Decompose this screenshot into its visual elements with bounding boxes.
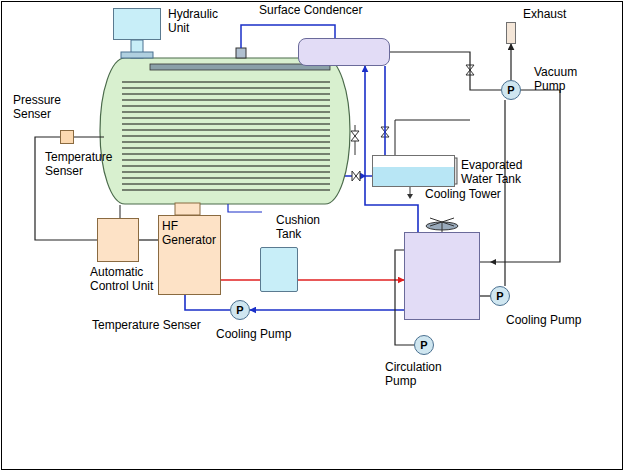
part-label: Cushion Tank: [276, 213, 326, 241]
pump-symbol-letter: P: [507, 83, 514, 97]
ram-flange: [121, 52, 153, 58]
arrow-head: [407, 194, 413, 199]
valve-symbol: [352, 171, 360, 181]
part-label: Cooling Tower: [425, 187, 501, 201]
pipe-connector: [480, 295, 490, 296]
pump-symbol-letter: P: [236, 303, 243, 317]
pipe-connector: [221, 279, 260, 281]
plate-line: [122, 189, 330, 190]
part-label: Cooling Pump: [506, 313, 581, 327]
plate-line: [122, 105, 330, 106]
plate-line: [122, 123, 330, 124]
part-label: Surface Condencer: [259, 3, 362, 17]
pipe-connector: [298, 279, 404, 281]
hf-generator: HF Generator: [158, 215, 221, 295]
sensor-tap: [74, 137, 104, 138]
control-unit: Automatic Control Unit: [97, 218, 139, 262]
sensor-label: Temperature Senser: [45, 150, 117, 178]
hf-feed: [175, 203, 200, 215]
part-label: Hydraulic Unit: [168, 7, 230, 35]
part-label: Evaporated Water Tank: [461, 158, 533, 186]
vacuum-pump: PVacuum Pump: [501, 80, 521, 100]
pump-symbol-letter: P: [496, 289, 503, 303]
plate-line: [122, 93, 330, 94]
part-label: Vacuum Pump: [534, 65, 589, 93]
plate-line: [122, 81, 330, 82]
cooling-pump: PCooling Pump: [490, 286, 510, 306]
pipe-connector: [390, 52, 501, 90]
pipe-connector: [510, 44, 511, 80]
plate-line: [122, 129, 330, 130]
pump-symbol-letter: P: [420, 338, 427, 352]
pipe-connector: [504, 100, 505, 286]
plate-line: [122, 153, 330, 154]
hydraulic-unit: Hydraulic Unit: [113, 8, 161, 40]
cushion-tank: Cushion Tank: [260, 247, 298, 292]
valve-symbol: [351, 131, 359, 141]
part-label: Circulation Pump: [385, 360, 450, 388]
exhaust-outlet: Exhaust: [506, 22, 516, 44]
pipe-connector: [139, 239, 158, 240]
vacuum-chamber: [100, 58, 350, 204]
sensor-label: Temperature Senser: [92, 318, 201, 332]
plate-line: [122, 147, 330, 148]
pipe-connector: [185, 295, 230, 310]
plate-line: [122, 171, 330, 172]
sensor-wire: [120, 205, 121, 218]
wood-stack: [122, 82, 330, 190]
plate-line: [122, 99, 330, 100]
cooling-pump: PCooling Pump: [230, 300, 250, 320]
pipe-connector: [384, 66, 386, 155]
fan-blades: [430, 218, 454, 232]
part-label: Pressure Senser: [13, 93, 73, 121]
circulation-pump: PCirculation Pump: [414, 335, 434, 355]
pipe-connector: [250, 309, 404, 311]
plate-line: [122, 135, 330, 136]
plate-line: [122, 111, 330, 112]
box-label: HF Generator: [162, 219, 217, 247]
part-label: Exhaust: [523, 7, 566, 21]
vapour-nozzle: [236, 48, 246, 58]
pipe-connector: [365, 66, 418, 232]
plate-line: [122, 141, 330, 142]
water-tank: Evaporated Water Tank: [372, 155, 455, 187]
part-label: Cooling Pump: [216, 327, 291, 341]
plate-line: [122, 177, 330, 178]
plate-line: [122, 183, 330, 184]
cooling-tower: Cooling Tower: [404, 232, 480, 320]
drain-stub: [228, 204, 262, 212]
plate-line: [122, 87, 330, 88]
plate-line: [122, 117, 330, 118]
arrow-head: [490, 259, 496, 265]
plate-line: [122, 159, 330, 160]
pressure-sensor: Pressure Senser: [60, 130, 74, 144]
surface-condenser: Surface Condencer: [298, 38, 390, 66]
plate-line: [122, 165, 330, 166]
